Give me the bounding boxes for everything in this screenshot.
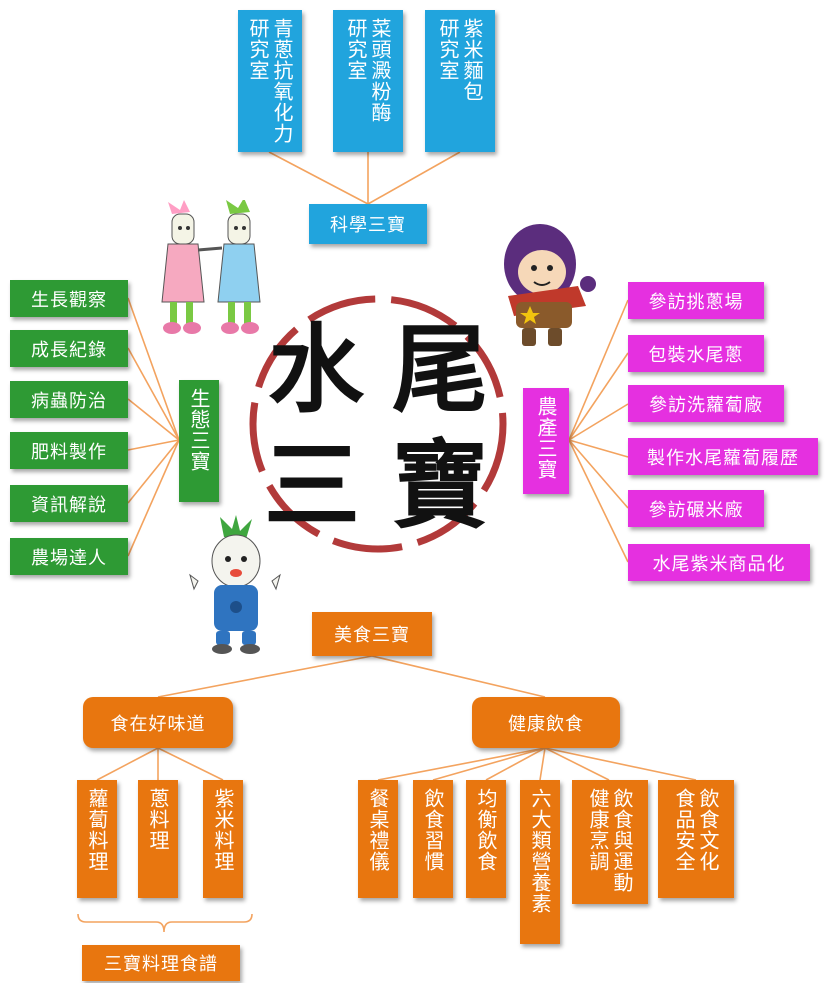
title-char-three: 三 xyxy=(264,429,360,542)
health-item-line: 餐桌禮儀 xyxy=(366,788,390,872)
health-item-six-nutrients: 六大類營養素 xyxy=(520,780,560,944)
title-char-tail: 尾 xyxy=(392,313,488,426)
health-item-diet-exercise: 飲食與運動 健康烹調 xyxy=(572,780,648,904)
ecology-item: 資訊解說 xyxy=(10,485,128,522)
science-item-line: 紫米麵包 xyxy=(460,18,484,102)
health-label: 健康飲食 xyxy=(472,697,620,748)
agri-item: 參訪洗蘿蔔廠 xyxy=(628,385,784,422)
ecology-item: 農場達人 xyxy=(10,538,128,575)
health-item-line: 飲食與運動 xyxy=(610,788,634,893)
ecology-item: 成長紀錄 xyxy=(10,330,128,367)
health-item-eating-habits: 飲食習慣 xyxy=(413,780,453,898)
health-item-table-manners: 餐桌禮儀 xyxy=(358,780,398,898)
taste-label: 食在好味道 xyxy=(83,697,233,748)
onion-twins-mascot xyxy=(161,200,261,334)
ecology-item: 生長觀察 xyxy=(10,280,128,317)
health-item-line: 食品安全 xyxy=(672,788,696,872)
taste-item-radish-dish: 蘿蔔料理 xyxy=(77,780,117,898)
health-item-line: 飲食習慣 xyxy=(421,788,445,872)
ecology-item: 病蟲防治 xyxy=(10,381,128,418)
science-item-line: 研究室 xyxy=(344,18,368,81)
agri-item: 製作水尾蘿蔔履歷 xyxy=(628,438,818,475)
health-item-food-culture: 飲食文化 食品安全 xyxy=(658,780,734,898)
title-char-water: 水 xyxy=(268,313,364,426)
agri-label: 農產三寶 xyxy=(523,388,569,494)
ecology-item: 肥料製作 xyxy=(10,432,128,469)
health-item-line: 健康烹調 xyxy=(586,788,610,872)
title-char-treasure: 寶 xyxy=(392,429,488,542)
agri-item: 包裝水尾蔥 xyxy=(628,335,764,372)
health-item-balanced-diet: 均衡飲食 xyxy=(466,780,506,898)
health-item-line: 飲食文化 xyxy=(696,788,720,872)
agri-item: 參訪挑蔥場 xyxy=(628,282,764,319)
science-item-line: 研究室 xyxy=(246,18,270,81)
taste-item-purple-rice-dish: 紫米料理 xyxy=(203,780,243,898)
recipe-label: 三寶料理食譜 xyxy=(82,945,240,981)
ecology-label: 生態三寶 xyxy=(179,380,219,502)
science-item-line: 菜頭澱粉酶 xyxy=(368,18,392,123)
radish-mascot xyxy=(189,515,281,654)
taste-item-line: 蔥料理 xyxy=(146,788,170,851)
taste-item-line: 紫米料理 xyxy=(211,788,235,872)
taste-item-onion-dish: 蔥料理 xyxy=(138,780,178,898)
science-label: 科學三寶 xyxy=(309,204,427,244)
science-item-line: 研究室 xyxy=(436,18,460,81)
agri-item: 參訪碾米廠 xyxy=(628,490,764,527)
science-item-amylase-lab: 菜頭澱粉酶 研究室 xyxy=(333,10,403,152)
agri-item: 水尾紫米商品化 xyxy=(628,544,810,581)
science-item-antioxidant-lab: 青蔥抗氧化力 研究室 xyxy=(238,10,302,152)
ecology-label-text: 生態三寶 xyxy=(187,388,211,472)
agri-label-text: 農產三寶 xyxy=(534,396,558,480)
taste-item-line: 蘿蔔料理 xyxy=(85,788,109,872)
science-item-purple-rice-bread-lab: 紫米麵包 研究室 xyxy=(425,10,495,152)
health-item-line: 六大類營養素 xyxy=(528,788,552,914)
science-item-line: 青蔥抗氧化力 xyxy=(270,18,294,144)
purple-sweet-potato-mascot xyxy=(504,224,596,346)
food-label: 美食三寶 xyxy=(312,612,432,656)
health-item-line: 均衡飲食 xyxy=(474,788,498,872)
